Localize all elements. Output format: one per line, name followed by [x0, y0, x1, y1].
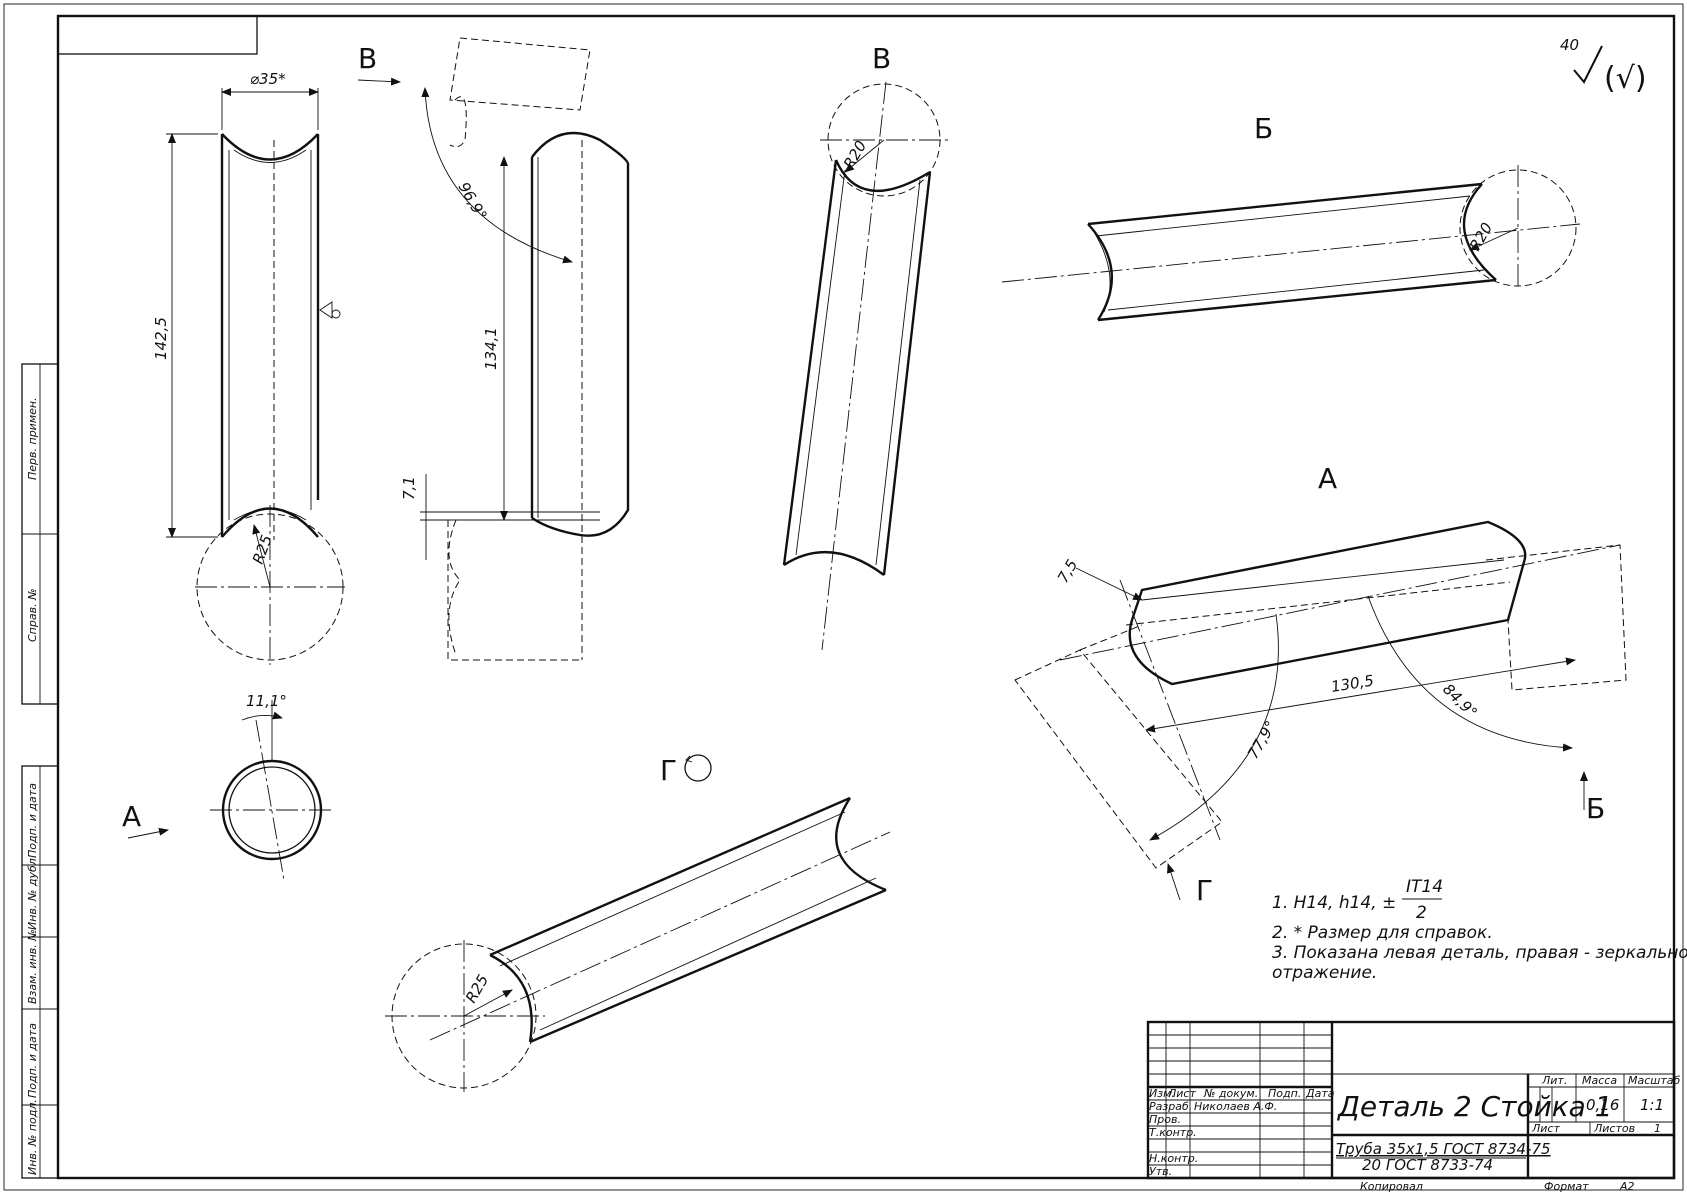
view-g-title: Г: [660, 754, 677, 787]
tb-role-utv: Утв.: [1149, 1165, 1172, 1178]
view-a-title: А: [1318, 462, 1337, 495]
tolerance-num: IT14: [1406, 877, 1443, 897]
view-g-arrow-label: Г: [1196, 874, 1213, 907]
angle-a2-label: 84,9°: [1439, 680, 1481, 722]
angle-a1-label: 77,9°: [1244, 718, 1280, 762]
tb-col-izm: Изм.: [1149, 1087, 1175, 1100]
offset-a-label: 7,5: [1054, 556, 1082, 586]
tb-sheets-count: 1: [1654, 1122, 1661, 1135]
tb-col-podp: Подп.: [1268, 1087, 1301, 1100]
offset-label: 7,1: [400, 476, 418, 500]
view-b-title: Б: [1254, 112, 1273, 145]
side-stamp-strip: Перв. примен. Справ. № Подп. и дата Инв.…: [21, 363, 59, 1179]
side-stamp-perv: Перв. примен.: [26, 397, 39, 480]
side-stamp-podl: Инв. № подл.: [26, 1099, 39, 1175]
tb-mass-label: Масса: [1582, 1074, 1617, 1087]
side-stamp-dubl: Инв. № дубл.: [26, 855, 39, 930]
note-2: 2. * Размер для справок.: [1272, 923, 1493, 943]
angle-top-label: 96,9°: [455, 179, 491, 223]
diameter-label: ⌀35*: [250, 70, 286, 88]
radius-left-label: R25: [249, 532, 276, 566]
tb-role-prov: Пров.: [1149, 1113, 1181, 1126]
view-a-tube: А 130,5 7,5 77,9° 84,9° Б Г: [1014, 462, 1627, 907]
tb-sheets-label: Листов: [1593, 1122, 1635, 1135]
svg-text:40: 40: [1560, 36, 1579, 54]
view-b-tube: Б R20: [1001, 112, 1581, 322]
tb-col-list: Лист: [1167, 1087, 1196, 1100]
side-stamp-vzam: Взам. инв. №: [26, 929, 39, 1004]
tb-sheet-label: Лист: [1531, 1122, 1560, 1135]
tb-developer: Николаев А.Ф.: [1194, 1100, 1277, 1113]
tb-scale-value: 1:1: [1640, 1096, 1664, 1114]
side-stamp-sprav: Справ. №: [26, 588, 39, 642]
technical-notes: 1. H14, h14, ± IT14 2 2. * Размер для сп…: [1272, 877, 1687, 983]
view-g-tube: Г R25: [385, 754, 891, 1092]
view-front-tube: R25 ⌀35* 142,5: [152, 70, 345, 665]
length-mid-label: 134,1: [482, 327, 500, 370]
view-v-arrow-label: В: [358, 42, 377, 75]
view-v-tube: В R20: [782, 42, 948, 651]
radius-g-label: R25: [462, 971, 492, 1006]
side-stamp-podp2: Подп. и дата: [26, 1023, 39, 1098]
view-b-arrow-label: Б: [1586, 792, 1605, 825]
tb-format-value: А2: [1619, 1180, 1635, 1193]
note-3-cont: отражение.: [1272, 963, 1377, 983]
tb-role-razrab: Разраб.: [1149, 1100, 1192, 1113]
view-side-tube: В 134,1 7,1 96,9°: [357, 37, 630, 661]
tb-lit-label: Лит.: [1541, 1074, 1567, 1087]
tb-mass-value: 0,16: [1586, 1096, 1619, 1114]
note-3: 3. Показана левая деталь, правая - зерка…: [1272, 943, 1687, 963]
tb-col-docnum: № докум.: [1203, 1087, 1258, 1100]
angle-small-label: 11,1°: [246, 692, 287, 710]
tb-copied-label: Копировал: [1360, 1180, 1423, 1193]
side-stamp-podp1: Подп. и дата: [26, 783, 39, 858]
tb-material-2: 20 ГОСТ 8733-74: [1362, 1156, 1493, 1174]
title-block: Изм. Лист № докум. Подп. Дата Разраб. Ни…: [1146, 1020, 1680, 1193]
tb-scale-label: Масштаб: [1628, 1074, 1680, 1087]
note-1: 1. H14, h14, ±: [1272, 893, 1396, 913]
view-a-arrow-label: А: [122, 800, 141, 833]
view-v-title: В: [872, 42, 891, 75]
roughness-symbol: 40 (√): [1560, 36, 1647, 96]
svg-text:(√): (√): [1604, 61, 1647, 96]
tb-role-nkontr: Н.контр.: [1149, 1152, 1198, 1165]
view-ring: 11,1° А: [122, 692, 335, 881]
length-left-label: 142,5: [152, 317, 170, 360]
tb-format-label: Формат: [1544, 1180, 1589, 1193]
tolerance-den: 2: [1416, 903, 1427, 923]
tb-role-tkontr: Т.контр.: [1149, 1126, 1197, 1139]
tb-col-data: Дата: [1305, 1087, 1335, 1100]
length-a-label: 130,5: [1330, 671, 1375, 695]
tb-material-1: Труба 35х1,5 ГОСТ 8734-75: [1336, 1140, 1551, 1158]
tb-part-name: Деталь 2 Стойка 1: [1336, 1090, 1613, 1123]
